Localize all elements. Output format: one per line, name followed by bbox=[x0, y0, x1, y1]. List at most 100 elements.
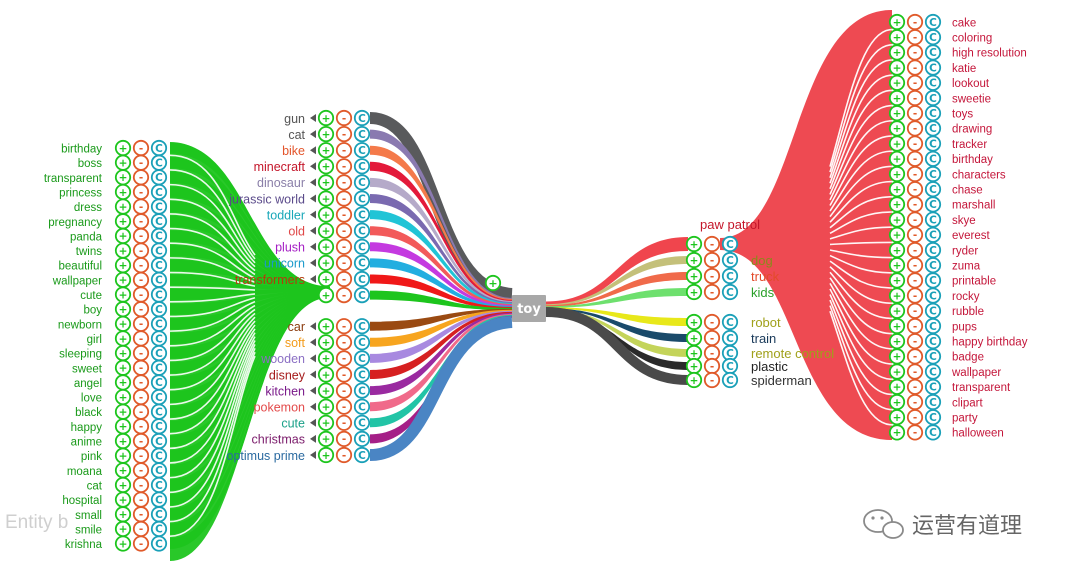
branch-label[interactable]: gun bbox=[284, 112, 305, 126]
collapse-node-button[interactable]: C bbox=[924, 211, 942, 228]
remove-node-button[interactable]: - bbox=[906, 241, 924, 259]
collapse-node-button[interactable]: C bbox=[150, 301, 168, 318]
collapse-node-button[interactable]: C bbox=[353, 222, 371, 239]
collapse-node-button[interactable]: C bbox=[721, 251, 739, 269]
add-node-button[interactable]: + bbox=[114, 301, 132, 318]
remove-node-button[interactable]: - bbox=[335, 174, 353, 191]
collapse-node-button[interactable]: C bbox=[353, 174, 371, 191]
collapse-node-button[interactable]: C bbox=[924, 272, 942, 289]
remove-node-button[interactable]: - bbox=[132, 520, 150, 538]
collapse-node-button[interactable]: C bbox=[924, 409, 942, 426]
remove-node-button[interactable]: - bbox=[906, 348, 924, 365]
collapse-node-button[interactable]: C bbox=[924, 181, 942, 198]
add-node-button[interactable]: + bbox=[114, 418, 132, 435]
remove-node-button[interactable]: - bbox=[703, 371, 721, 389]
collapse-node-button[interactable]: C bbox=[353, 158, 371, 175]
branch-label[interactable]: bike bbox=[282, 144, 305, 158]
remove-node-button[interactable]: - bbox=[906, 105, 924, 122]
collapse-node-button[interactable]: C bbox=[924, 333, 942, 350]
collapse-node-button[interactable]: C bbox=[353, 334, 371, 351]
leaf-label[interactable]: rocky bbox=[952, 291, 980, 303]
add-node-button[interactable]: + bbox=[114, 403, 132, 420]
add-node-button[interactable]: + bbox=[888, 424, 906, 441]
leaf-label[interactable]: hospital bbox=[62, 495, 102, 507]
add-node-button[interactable]: + bbox=[888, 302, 906, 319]
add-node-button[interactable]: + bbox=[114, 330, 132, 347]
add-node-button[interactable]: + bbox=[888, 317, 906, 335]
branch-label[interactable]: remote control bbox=[751, 346, 834, 361]
remove-node-button[interactable]: - bbox=[906, 378, 924, 395]
branch-label[interactable]: jurassic world bbox=[228, 192, 305, 206]
leaf-label[interactable]: transparent bbox=[44, 173, 103, 185]
add-node-button[interactable]: + bbox=[317, 270, 335, 288]
remove-node-button[interactable]: - bbox=[906, 409, 924, 426]
add-node-button[interactable]: + bbox=[888, 393, 906, 411]
collapse-node-button[interactable]: C bbox=[353, 318, 371, 335]
leaf-label[interactable]: transparent bbox=[952, 382, 1011, 394]
add-node-button[interactable]: + bbox=[317, 126, 335, 143]
collapse-node-button[interactable]: C bbox=[924, 226, 942, 243]
collapse-node-button[interactable]: C bbox=[353, 446, 371, 464]
branch-label[interactable]: kids bbox=[751, 285, 775, 300]
add-node-button[interactable]: + bbox=[888, 29, 906, 46]
collapse-node-button[interactable]: C bbox=[353, 126, 371, 143]
leaf-label[interactable]: happy birthday bbox=[952, 337, 1028, 349]
collapse-node-button[interactable]: C bbox=[150, 447, 168, 464]
leaf-label[interactable]: cute bbox=[80, 290, 102, 302]
remove-node-button[interactable]: - bbox=[132, 213, 150, 230]
add-node-button[interactable]: + bbox=[888, 257, 906, 274]
remove-node-button[interactable]: - bbox=[335, 430, 353, 447]
remove-node-button[interactable]: - bbox=[132, 198, 150, 215]
add-node-button[interactable]: + bbox=[317, 366, 335, 383]
collapse-node-button[interactable]: C bbox=[924, 165, 942, 183]
collapse-node-button[interactable]: C bbox=[150, 359, 168, 376]
collapse-node-button[interactable]: C bbox=[150, 491, 168, 508]
add-node-button[interactable]: + bbox=[888, 226, 906, 243]
remove-node-button[interactable]: - bbox=[132, 447, 150, 464]
branch-label[interactable]: spiderman bbox=[751, 373, 812, 388]
collapse-node-button[interactable]: C bbox=[924, 150, 942, 167]
leaf-label[interactable]: black bbox=[75, 407, 102, 419]
remove-node-button[interactable]: - bbox=[906, 317, 924, 335]
add-node-button[interactable]: + bbox=[114, 374, 132, 391]
add-node-button[interactable]: + bbox=[114, 388, 132, 406]
branch-label[interactable]: dog bbox=[751, 253, 773, 268]
add-node-button[interactable]: + bbox=[114, 491, 132, 508]
add-node-button[interactable]: + bbox=[114, 462, 132, 479]
branch-label[interactable]: pokemon bbox=[254, 401, 305, 415]
add-node-button[interactable]: + bbox=[317, 318, 335, 335]
collapse-node-button[interactable]: C bbox=[150, 432, 168, 450]
add-node-button[interactable]: + bbox=[317, 190, 335, 207]
collapse-node-button[interactable]: C bbox=[150, 198, 168, 215]
collapse-node-button[interactable]: C bbox=[150, 462, 168, 479]
branch-label[interactable]: dinosaur bbox=[257, 176, 305, 190]
add-node-button[interactable]: + bbox=[888, 181, 906, 198]
add-node-button[interactable]: + bbox=[888, 105, 906, 122]
collapse-node-button[interactable]: C bbox=[924, 302, 942, 319]
add-node-button[interactable]: + bbox=[114, 169, 132, 186]
branch-label[interactable]: cute bbox=[281, 417, 305, 431]
collapse-node-button[interactable]: C bbox=[721, 371, 739, 389]
collapse-node-button[interactable]: C bbox=[353, 109, 371, 127]
remove-node-button[interactable]: - bbox=[906, 13, 924, 31]
collapse-node-button[interactable]: C bbox=[721, 283, 739, 301]
remove-node-button[interactable]: - bbox=[335, 222, 353, 239]
leaf-label[interactable]: skye bbox=[952, 215, 976, 227]
collapse-node-button[interactable]: C bbox=[924, 424, 942, 441]
remove-node-button[interactable]: - bbox=[132, 344, 150, 362]
remove-node-button[interactable]: - bbox=[906, 89, 924, 107]
branch-label[interactable]: train bbox=[751, 331, 776, 346]
collapse-node-button[interactable]: C bbox=[150, 286, 168, 303]
branch-label[interactable]: cat bbox=[288, 128, 305, 142]
remove-node-button[interactable]: - bbox=[906, 44, 924, 61]
collapse-node-button[interactable]: C bbox=[353, 350, 371, 367]
branch-label[interactable]: minecraft bbox=[254, 160, 306, 174]
add-node-button[interactable]: + bbox=[114, 183, 132, 201]
remove-node-button[interactable]: - bbox=[703, 267, 721, 285]
branch-label[interactable]: unicorn bbox=[264, 257, 305, 271]
branch-label[interactable]: plastic bbox=[751, 359, 788, 374]
branch-label[interactable]: transformers bbox=[235, 273, 305, 287]
collapse-node-button[interactable]: C bbox=[150, 330, 168, 347]
collapse-node-button[interactable]: C bbox=[353, 366, 371, 383]
expand-root-button[interactable]: + bbox=[484, 274, 502, 292]
